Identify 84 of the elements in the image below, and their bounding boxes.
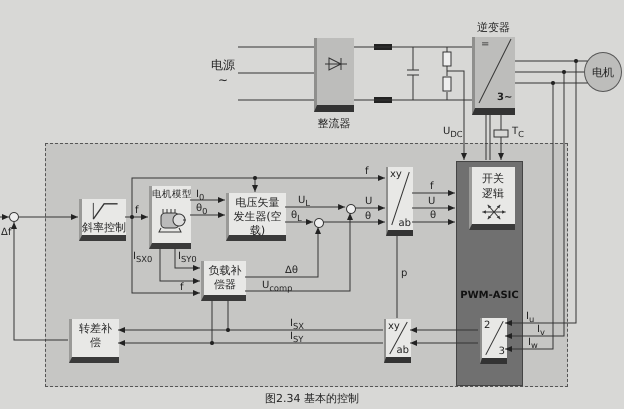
arrow (18, 214, 78, 220)
block-label: 电机模型 (152, 188, 191, 201)
edge-label: θ$_{L}$ (291, 210, 302, 224)
symbol-label: = (481, 39, 490, 50)
connector-line (354, 46, 472, 48)
arrow (446, 70, 467, 160)
edge-label: U$_{DC}$ (443, 126, 463, 140)
arrow (190, 212, 226, 218)
transform-label: ab (396, 345, 409, 356)
arrow (412, 205, 456, 211)
arrow (160, 248, 200, 284)
arrow (284, 204, 346, 210)
arrow (412, 190, 456, 196)
motor-circle: 电机 (584, 52, 622, 92)
connector-line (212, 300, 384, 344)
pwm-block (456, 161, 523, 386)
arrow (190, 197, 226, 203)
edge-label: U (365, 196, 372, 207)
transform-label: 2 (484, 320, 490, 331)
connector-line (238, 72, 314, 74)
function-block (79, 199, 126, 241)
function-block (201, 261, 246, 301)
edge-label: f (180, 282, 184, 293)
edge-label: T$_{C}$ (512, 126, 524, 140)
arrow (244, 212, 353, 292)
edge-label: I$_{SY}$ (290, 331, 304, 345)
edge-label: f (365, 166, 369, 177)
function-block (149, 186, 191, 249)
function-block (69, 319, 119, 363)
summing-junction (346, 204, 356, 214)
edge-label: I$_{0}$ (196, 189, 204, 203)
arrow (174, 248, 200, 271)
transform-block (386, 167, 413, 236)
edge-label: f (430, 181, 434, 192)
symbol-label: 3~ (497, 92, 512, 103)
function-block (469, 167, 515, 230)
edge-label: p (401, 268, 408, 279)
figure-caption: 图2.34 基本的控制 (264, 391, 360, 406)
arrow (354, 205, 386, 211)
arrow (410, 340, 478, 346)
edge-label: I$_{SX}$ (290, 318, 304, 332)
block-label: 负载补偿器 (208, 264, 242, 292)
block-label: 转差补偿 (78, 322, 113, 350)
block-label: 整流器 (316, 116, 352, 131)
function-block (226, 193, 286, 241)
block-label: PWM-ASIC (459, 290, 520, 301)
block-label: 逆变器 (476, 20, 511, 35)
arrow (284, 219, 314, 225)
transform-label: xy (388, 321, 400, 332)
transform-label: xy (390, 169, 402, 180)
arrow (410, 327, 478, 333)
edge-label: U$_{comp}$ (262, 280, 292, 294)
edge-label: f (135, 205, 139, 216)
edge-label: I$_{SX0}$ (133, 251, 152, 265)
edge-label: I$_{SY0}$ (178, 251, 197, 265)
summing-junction (9, 212, 19, 222)
edge-label: I$_{v}$ (537, 324, 545, 338)
summing-junction (314, 218, 324, 228)
control-region (45, 143, 568, 387)
arrow (412, 219, 456, 225)
connector-line (396, 234, 398, 318)
transform-label: 3 (498, 346, 505, 357)
edge-label: θ$_{0}$ (196, 203, 208, 217)
edge-label: U (428, 196, 436, 207)
connector-line (238, 46, 314, 48)
block-label: 斜率控制 (82, 221, 126, 234)
edge-label: θ (430, 210, 436, 221)
transform-label: ab (398, 218, 411, 229)
block-label: 电压矢量发生器(空载) (232, 196, 283, 238)
transform-block (384, 319, 411, 363)
edge-label: θ (365, 211, 372, 222)
arrow (322, 219, 386, 225)
arrow (0, 214, 10, 220)
edge-label: I$_{w}$ (528, 337, 538, 351)
edge-label: I$_{u}$ (526, 311, 534, 325)
edge-label: U$_{L}$ (298, 195, 310, 209)
edge-label: Δf (1, 227, 12, 238)
edge-label: Δθ (285, 265, 298, 276)
arrow (498, 114, 504, 160)
arrow (11, 222, 68, 340)
power-source-label: 电源 ~ (208, 44, 238, 102)
block-label: 开关逻辑 (481, 171, 505, 201)
arrow (244, 226, 321, 278)
transform-block (480, 318, 507, 364)
